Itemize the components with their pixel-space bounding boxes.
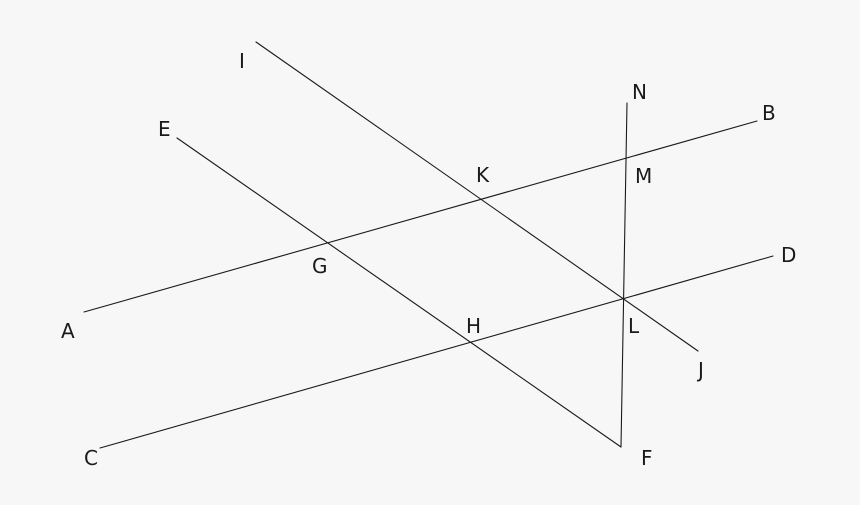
label-h: H xyxy=(466,314,481,338)
label-f: F xyxy=(641,446,653,470)
segment-nf xyxy=(620,102,628,448)
label-m: M xyxy=(635,164,652,188)
segment-ab xyxy=(83,120,758,313)
label-k: K xyxy=(476,163,490,187)
label-b: B xyxy=(762,101,776,125)
label-a: A xyxy=(61,319,75,343)
label-c: C xyxy=(84,446,98,470)
label-i: I xyxy=(239,49,245,73)
label-d: D xyxy=(781,243,796,267)
label-l: L xyxy=(628,314,640,338)
segment-cd xyxy=(99,255,774,449)
label-g: G xyxy=(312,254,328,278)
segment-ef xyxy=(176,137,622,448)
label-j: J xyxy=(696,358,704,382)
label-n: N xyxy=(632,80,647,104)
segment-ij xyxy=(255,41,699,352)
label-e: E xyxy=(158,117,171,141)
